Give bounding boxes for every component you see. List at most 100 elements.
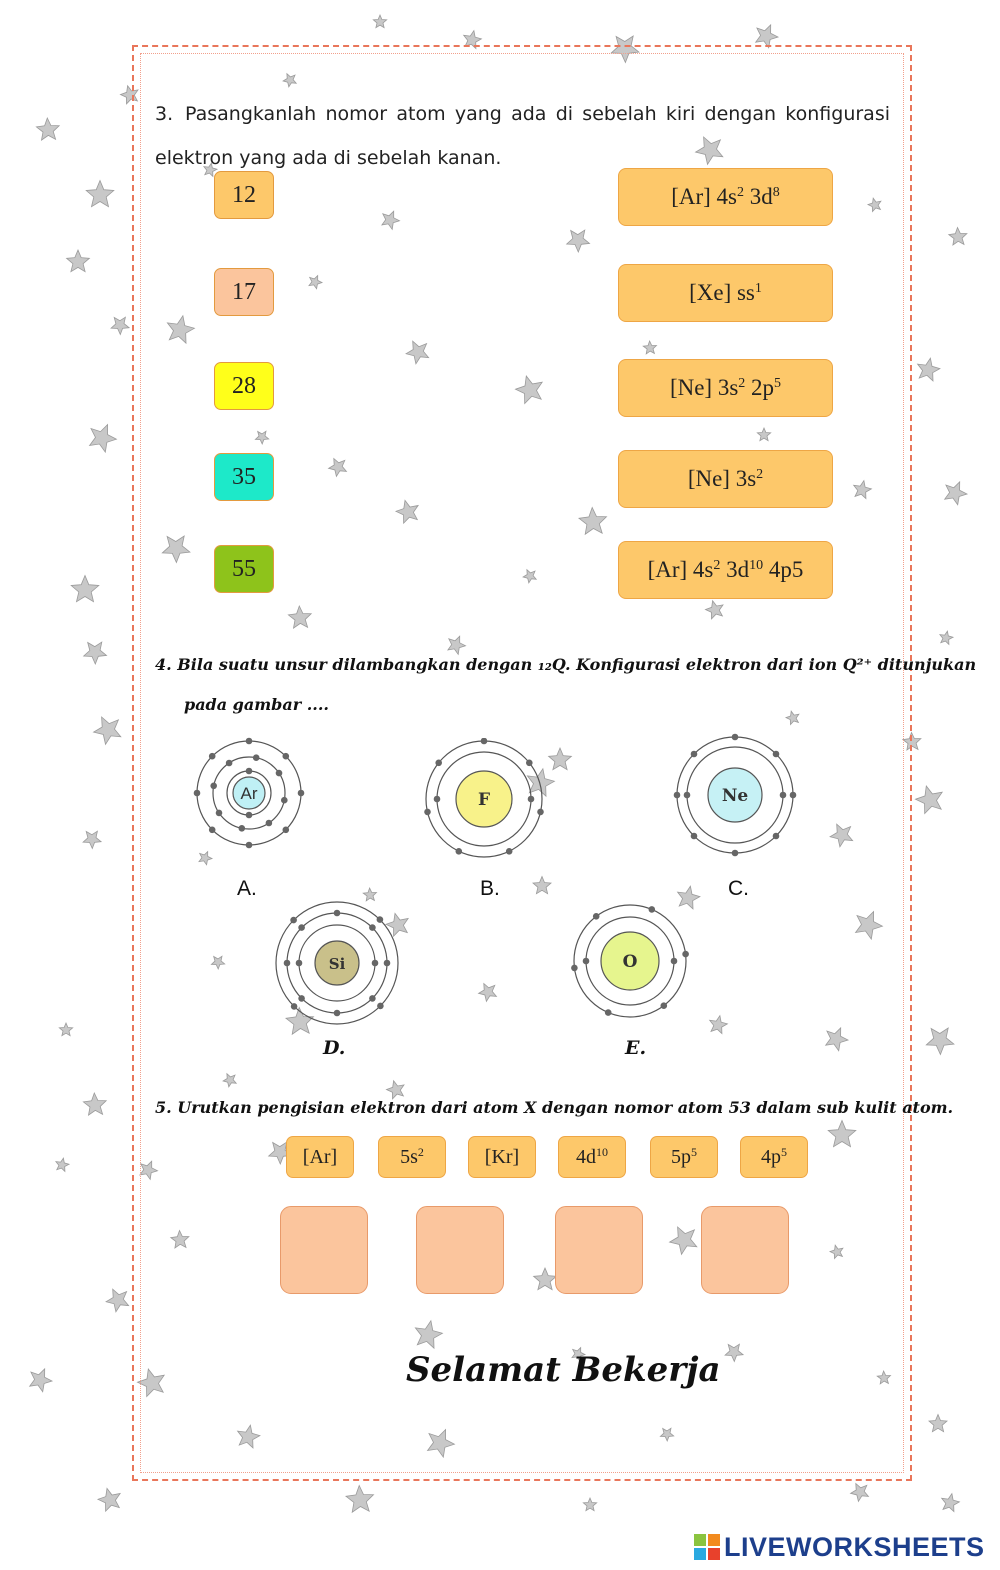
star-decoration <box>381 210 401 231</box>
electron-dot <box>282 826 290 834</box>
star-decoration <box>65 248 91 273</box>
star-decoration <box>285 1006 315 1036</box>
electron-dot <box>670 957 678 965</box>
atom-diagram-b[interactable]: F <box>423 738 545 860</box>
atom-diagram-e[interactable]: O <box>569 903 691 1025</box>
electron-dot <box>377 1002 384 1010</box>
star-decoration <box>161 535 191 564</box>
electron-dot <box>582 957 590 965</box>
electron-dot <box>208 826 216 834</box>
drop-slot-2[interactable] <box>416 1206 504 1294</box>
electron-dot <box>683 791 691 799</box>
electron-dot <box>369 995 376 1002</box>
star-decoration <box>236 1424 261 1449</box>
electron-dot <box>225 759 233 767</box>
star-decoration <box>914 784 944 815</box>
element-symbol: Ne <box>722 786 749 806</box>
electron-dot <box>789 791 797 799</box>
star-decoration <box>852 479 873 500</box>
star-decoration <box>571 1346 587 1362</box>
star-decoration <box>829 823 854 848</box>
electron-dot <box>281 796 288 804</box>
electron-dot <box>210 782 217 790</box>
option-e-label: E. <box>625 1037 647 1059</box>
star-decoration <box>708 1014 729 1035</box>
star-decoration <box>110 316 131 336</box>
electron-dot <box>245 841 253 849</box>
atomic-number-box[interactable]: 28 <box>214 362 274 410</box>
atomic-number-box[interactable]: 17 <box>214 268 274 316</box>
drop-slot-4[interactable] <box>701 1206 789 1294</box>
subshell-chip[interactable]: [Kr] <box>468 1136 536 1178</box>
star-decoration <box>405 340 430 365</box>
star-decoration <box>414 1319 444 1350</box>
star-decoration <box>532 1266 558 1291</box>
liveworksheets-logo[interactable]: LIVEWORKSHEETS <box>694 1532 985 1562</box>
question-4-text-cont: pada gambar .... <box>184 695 329 714</box>
electron-dot <box>433 795 441 803</box>
atom-diagram-c[interactable]: Ne <box>673 733 797 857</box>
option-d-label: D. <box>323 1037 346 1059</box>
electron-dot <box>245 737 253 745</box>
star-decoration <box>287 604 313 629</box>
electron-dot <box>333 909 341 917</box>
atom-diagram-d[interactable]: Si <box>270 900 404 1026</box>
star-decoration <box>828 1244 844 1260</box>
electron-dot <box>772 832 780 840</box>
star-decoration <box>166 314 196 345</box>
star-decoration <box>784 710 800 726</box>
star-decoration <box>198 850 214 866</box>
electron-dot <box>371 959 379 967</box>
star-decoration <box>547 746 573 771</box>
star-decoration <box>282 72 298 88</box>
star-decoration <box>724 1343 745 1363</box>
electron-dot <box>690 750 698 758</box>
star-decoration <box>362 886 378 902</box>
nucleus <box>232 776 266 810</box>
electron-dot <box>731 733 739 741</box>
element-symbol: F <box>478 790 490 810</box>
star-decoration <box>54 1157 71 1173</box>
star-decoration <box>88 423 118 454</box>
atomic-number-box[interactable]: 35 <box>214 453 274 501</box>
electron-dot <box>295 959 303 967</box>
drop-slot-3[interactable] <box>555 1206 643 1294</box>
star-decoration <box>824 1026 850 1052</box>
electron-dot <box>376 916 384 923</box>
electron-dot <box>298 995 305 1002</box>
star-decoration <box>447 635 467 656</box>
atom-diagram-a[interactable]: Ar <box>188 732 310 854</box>
electron-dot <box>193 789 201 797</box>
star-decoration <box>756 426 772 442</box>
electron-dot <box>673 791 681 799</box>
electron-dot <box>480 738 488 745</box>
star-decoration <box>96 1487 121 1513</box>
atomic-number-box[interactable]: 55 <box>214 545 274 593</box>
electron-dot <box>298 924 305 931</box>
electron-dot <box>690 832 698 840</box>
electron-dot <box>290 916 297 924</box>
star-decoration <box>854 910 884 941</box>
subshell-chip[interactable]: [Ar] <box>286 1136 354 1178</box>
star-decoration <box>426 1428 456 1459</box>
star-decoration <box>582 1496 598 1512</box>
star-decoration <box>514 374 544 405</box>
electron-dot <box>282 752 290 760</box>
electron-dot <box>238 825 246 832</box>
atomic-number-box[interactable]: 12 <box>214 171 274 219</box>
star-decoration <box>940 1492 961 1513</box>
star-decoration <box>849 1482 870 1503</box>
drop-slot-1[interactable] <box>280 1206 368 1294</box>
star-decoration <box>35 116 61 141</box>
star-decoration <box>202 162 219 178</box>
